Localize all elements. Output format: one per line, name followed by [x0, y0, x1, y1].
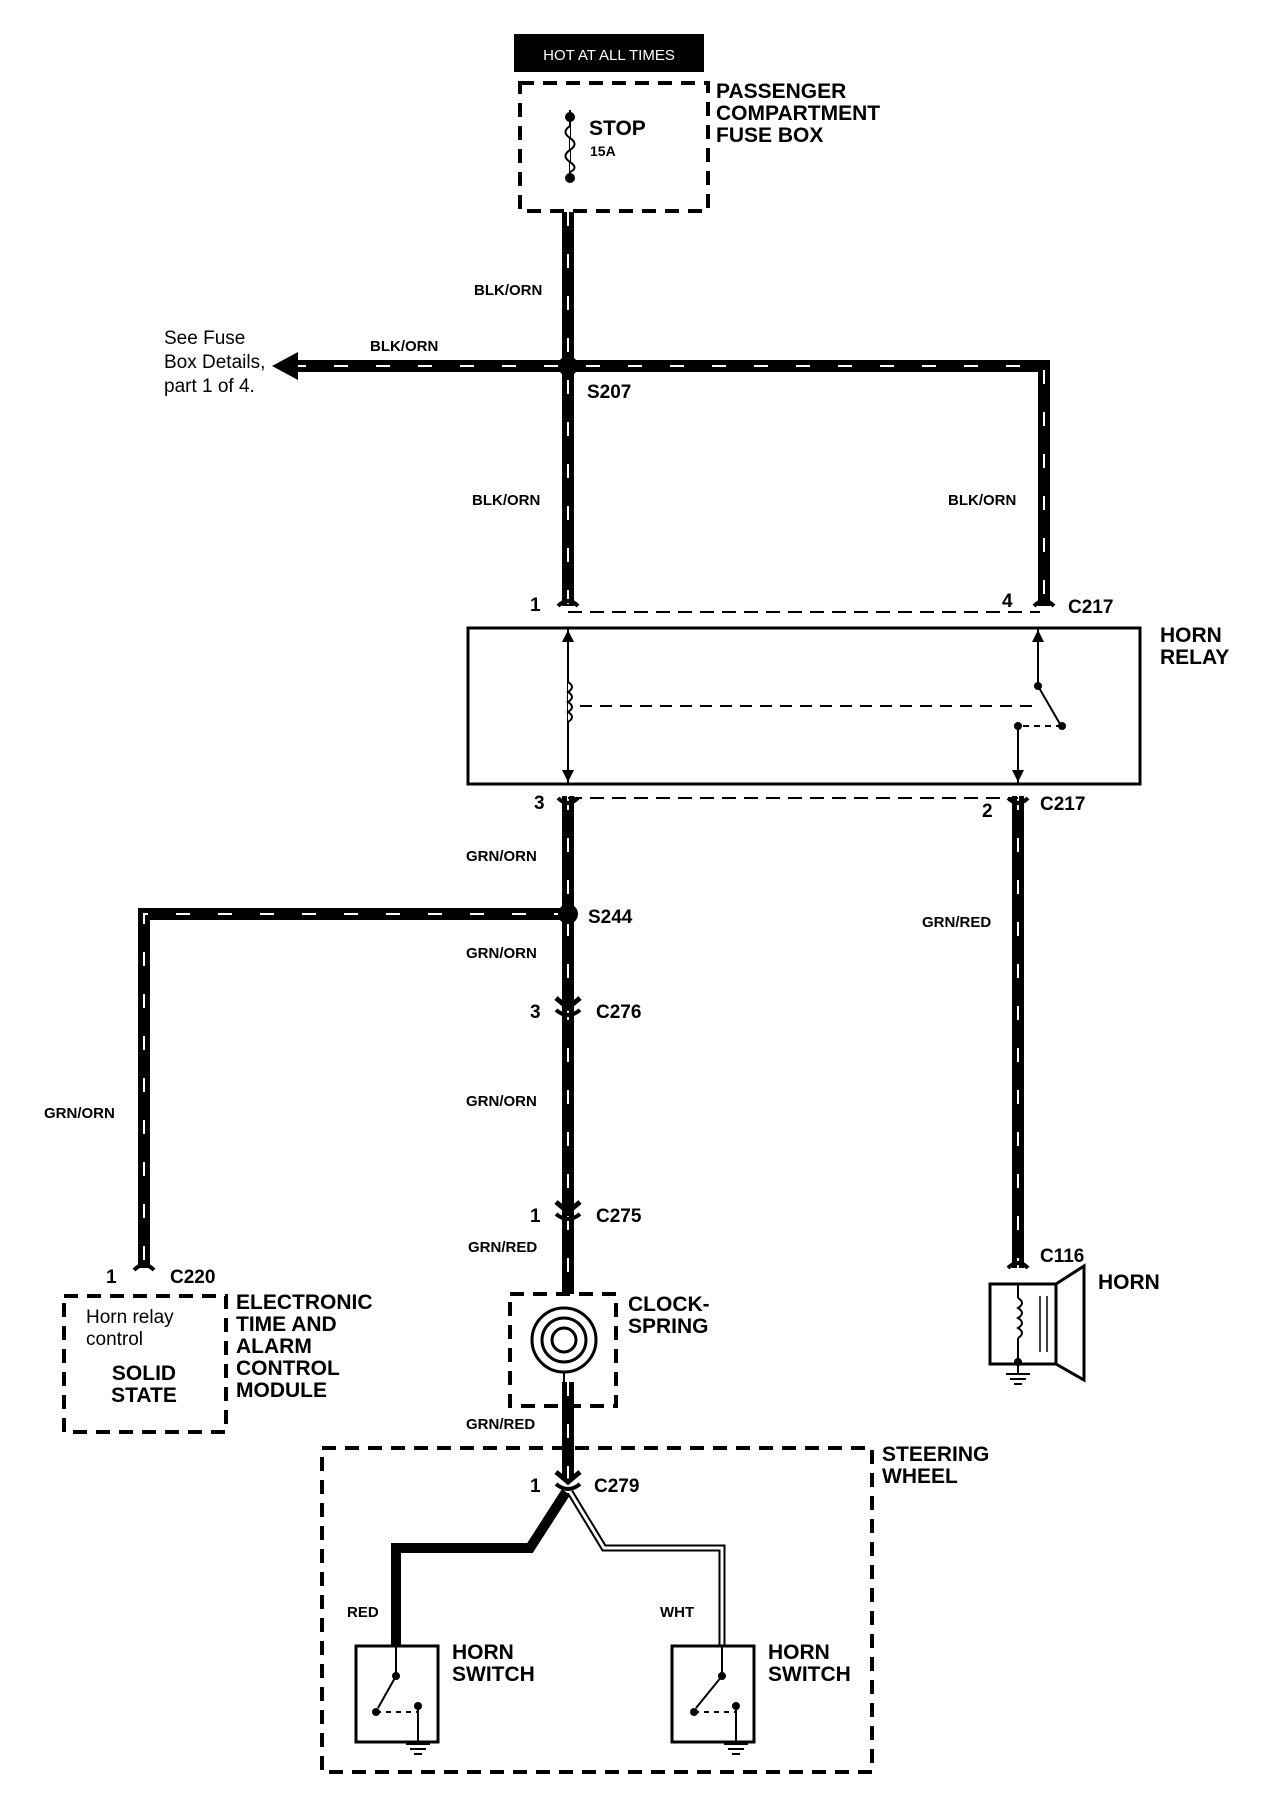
horn-relay-label-line1: HORN: [1160, 624, 1222, 647]
wire-wht: [567, 1490, 726, 1648]
clockspring-label-line1: CLOCK-: [628, 1293, 710, 1316]
connector-c276-pin: 3: [530, 1002, 541, 1023]
wire-label-blk-orn-2: BLK/ORN: [370, 338, 438, 355]
connector-c217-pin4-icon: [1032, 599, 1056, 608]
splice-s244: [558, 904, 578, 924]
relay-coil-icon: [566, 681, 573, 723]
connector-c217-bottom-label: C217: [1040, 794, 1085, 815]
power-banner: [514, 34, 704, 72]
connector-c217-top-label: C217: [1068, 597, 1113, 618]
module-state-line1: SOLID: [112, 1362, 176, 1385]
horn-switch-right-label-line1: HORN: [768, 1641, 830, 1664]
wire-label-grn-orn-2: GRN/ORN: [466, 945, 537, 962]
connector-c275-pin: 1: [530, 1206, 541, 1227]
wire-grn-orn-module: [138, 908, 568, 1268]
wire-label-grn-red-1: GRN/RED: [922, 914, 991, 931]
module-label-line4: CONTROL: [236, 1357, 340, 1380]
relay-contact-icon: [1037, 685, 1061, 725]
steering-wheel-label-line2: WHEEL: [882, 1465, 958, 1488]
module-label-line2: TIME AND: [236, 1313, 337, 1336]
horn-label: HORN: [1098, 1271, 1160, 1294]
connector-c217-pin2-icon: [1006, 796, 1030, 805]
module-inner-line1: Horn relay: [86, 1307, 174, 1328]
fuse-terminal-top: [565, 112, 575, 122]
connector-c217-pin3-icon: [556, 796, 580, 805]
wire-label-blk-orn-1: BLK/ORN: [474, 282, 542, 299]
wire-label-grn-orn-1: GRN/ORN: [466, 848, 537, 865]
horn-relay-label-line2: RELAY: [1160, 646, 1229, 669]
wire-label-blk-orn-4: BLK/ORN: [948, 492, 1016, 509]
connector-c279-pin: 1: [530, 1476, 541, 1497]
relay-arrow-down-icon: [562, 770, 574, 782]
horn-switch-left-label-line2: SWITCH: [452, 1663, 535, 1686]
fuse-rating: 15A: [590, 143, 616, 159]
relay-pin4-label: 4: [1002, 591, 1013, 612]
relay-pin2-label: 2: [982, 801, 993, 822]
steering-wheel-label-line1: STEERING: [882, 1443, 989, 1466]
relay-arrow-up-icon: [562, 630, 574, 642]
horn-icon: [1054, 1263, 1086, 1383]
fuse-box-outline: [518, 81, 710, 213]
clockspring-outline: [508, 1292, 618, 1408]
horn-switch-left-label-line1: HORN: [452, 1641, 514, 1664]
wire-label-red: RED: [347, 1604, 379, 1621]
connector-c220-pin: 1: [106, 1267, 117, 1288]
module-outline: [62, 1294, 228, 1434]
see-fuse-note-line2: Box Details,: [164, 352, 265, 373]
horn-switch-left-ground-icon: [406, 1743, 430, 1755]
module-state-line2: STATE: [111, 1384, 177, 1407]
connector-c217-pin1-icon: [556, 599, 580, 608]
connector-c279-icon: [554, 1470, 582, 1486]
horn-relay-box: [466, 626, 1142, 786]
connector-c276-label: C276: [596, 1002, 641, 1023]
relay-pin3-label: 3: [534, 793, 545, 814]
connector-c116-icon: [1006, 1261, 1030, 1270]
wire-red: [391, 1489, 571, 1648]
horn-switch-right-box: [670, 1644, 756, 1744]
fuse-icon: [564, 125, 576, 173]
wire-blk-orn-branch: [292, 360, 1050, 606]
fuse-box-label-line1: PASSENGER: [716, 80, 846, 103]
splice-s244-label: S244: [588, 907, 633, 928]
wire-label-grn-red-2: GRN/RED: [468, 1239, 537, 1256]
horn-coil-icon: [1016, 1297, 1023, 1339]
horn-switch-right-ground-icon: [724, 1743, 748, 1755]
arrow-left-icon: [272, 352, 298, 380]
wire-label-grn-red-3: GRN/RED: [466, 1416, 535, 1433]
splice-s207-label: S207: [587, 382, 631, 403]
power-banner-text: HOT AT ALL TIMES: [543, 47, 675, 64]
horn-body: [988, 1282, 1058, 1366]
splice-s207: [558, 356, 578, 376]
horn-switch-right-label-line2: SWITCH: [768, 1663, 851, 1686]
connector-c275-label: C275: [596, 1206, 642, 1227]
module-label-line5: MODULE: [236, 1379, 327, 1402]
connector-c275-icon: [554, 1200, 582, 1216]
connector-c220-label: C220: [170, 1267, 215, 1288]
wire-label-blk-orn-3: BLK/ORN: [472, 492, 540, 509]
see-fuse-note-line3: part 1 of 4.: [164, 376, 255, 397]
horn-switch-right-icon: [695, 1675, 723, 1709]
wire-label-grn-orn-3: GRN/ORN: [466, 1093, 537, 1110]
module-label-line3: ALARM: [236, 1335, 312, 1358]
connector-c279-label: C279: [594, 1476, 639, 1497]
see-fuse-note-line1: See Fuse: [164, 328, 245, 349]
fuse-name: STOP: [589, 117, 646, 140]
fuse-box-label-line3: FUSE BOX: [716, 124, 823, 147]
relay-pin1-label: 1: [530, 595, 541, 616]
fuse-box-label-line2: COMPARTMENT: [716, 102, 880, 125]
connector-c276-icon: [554, 996, 582, 1012]
horn-ground-icon: [1006, 1373, 1030, 1385]
wire-label-grn-orn-4: GRN/ORN: [44, 1105, 115, 1122]
horn-switch-left-icon: [377, 1675, 397, 1709]
clockspring-label-line2: SPRING: [628, 1315, 709, 1338]
wire-label-wht: WHT: [660, 1604, 694, 1621]
connector-c220-icon: [132, 1263, 156, 1272]
connector-c116-label: C116: [1040, 1246, 1084, 1267]
module-label-line1: ELECTRONIC: [236, 1291, 373, 1314]
fuse-terminal-bottom: [565, 173, 575, 183]
module-inner-line2: control: [86, 1329, 143, 1350]
